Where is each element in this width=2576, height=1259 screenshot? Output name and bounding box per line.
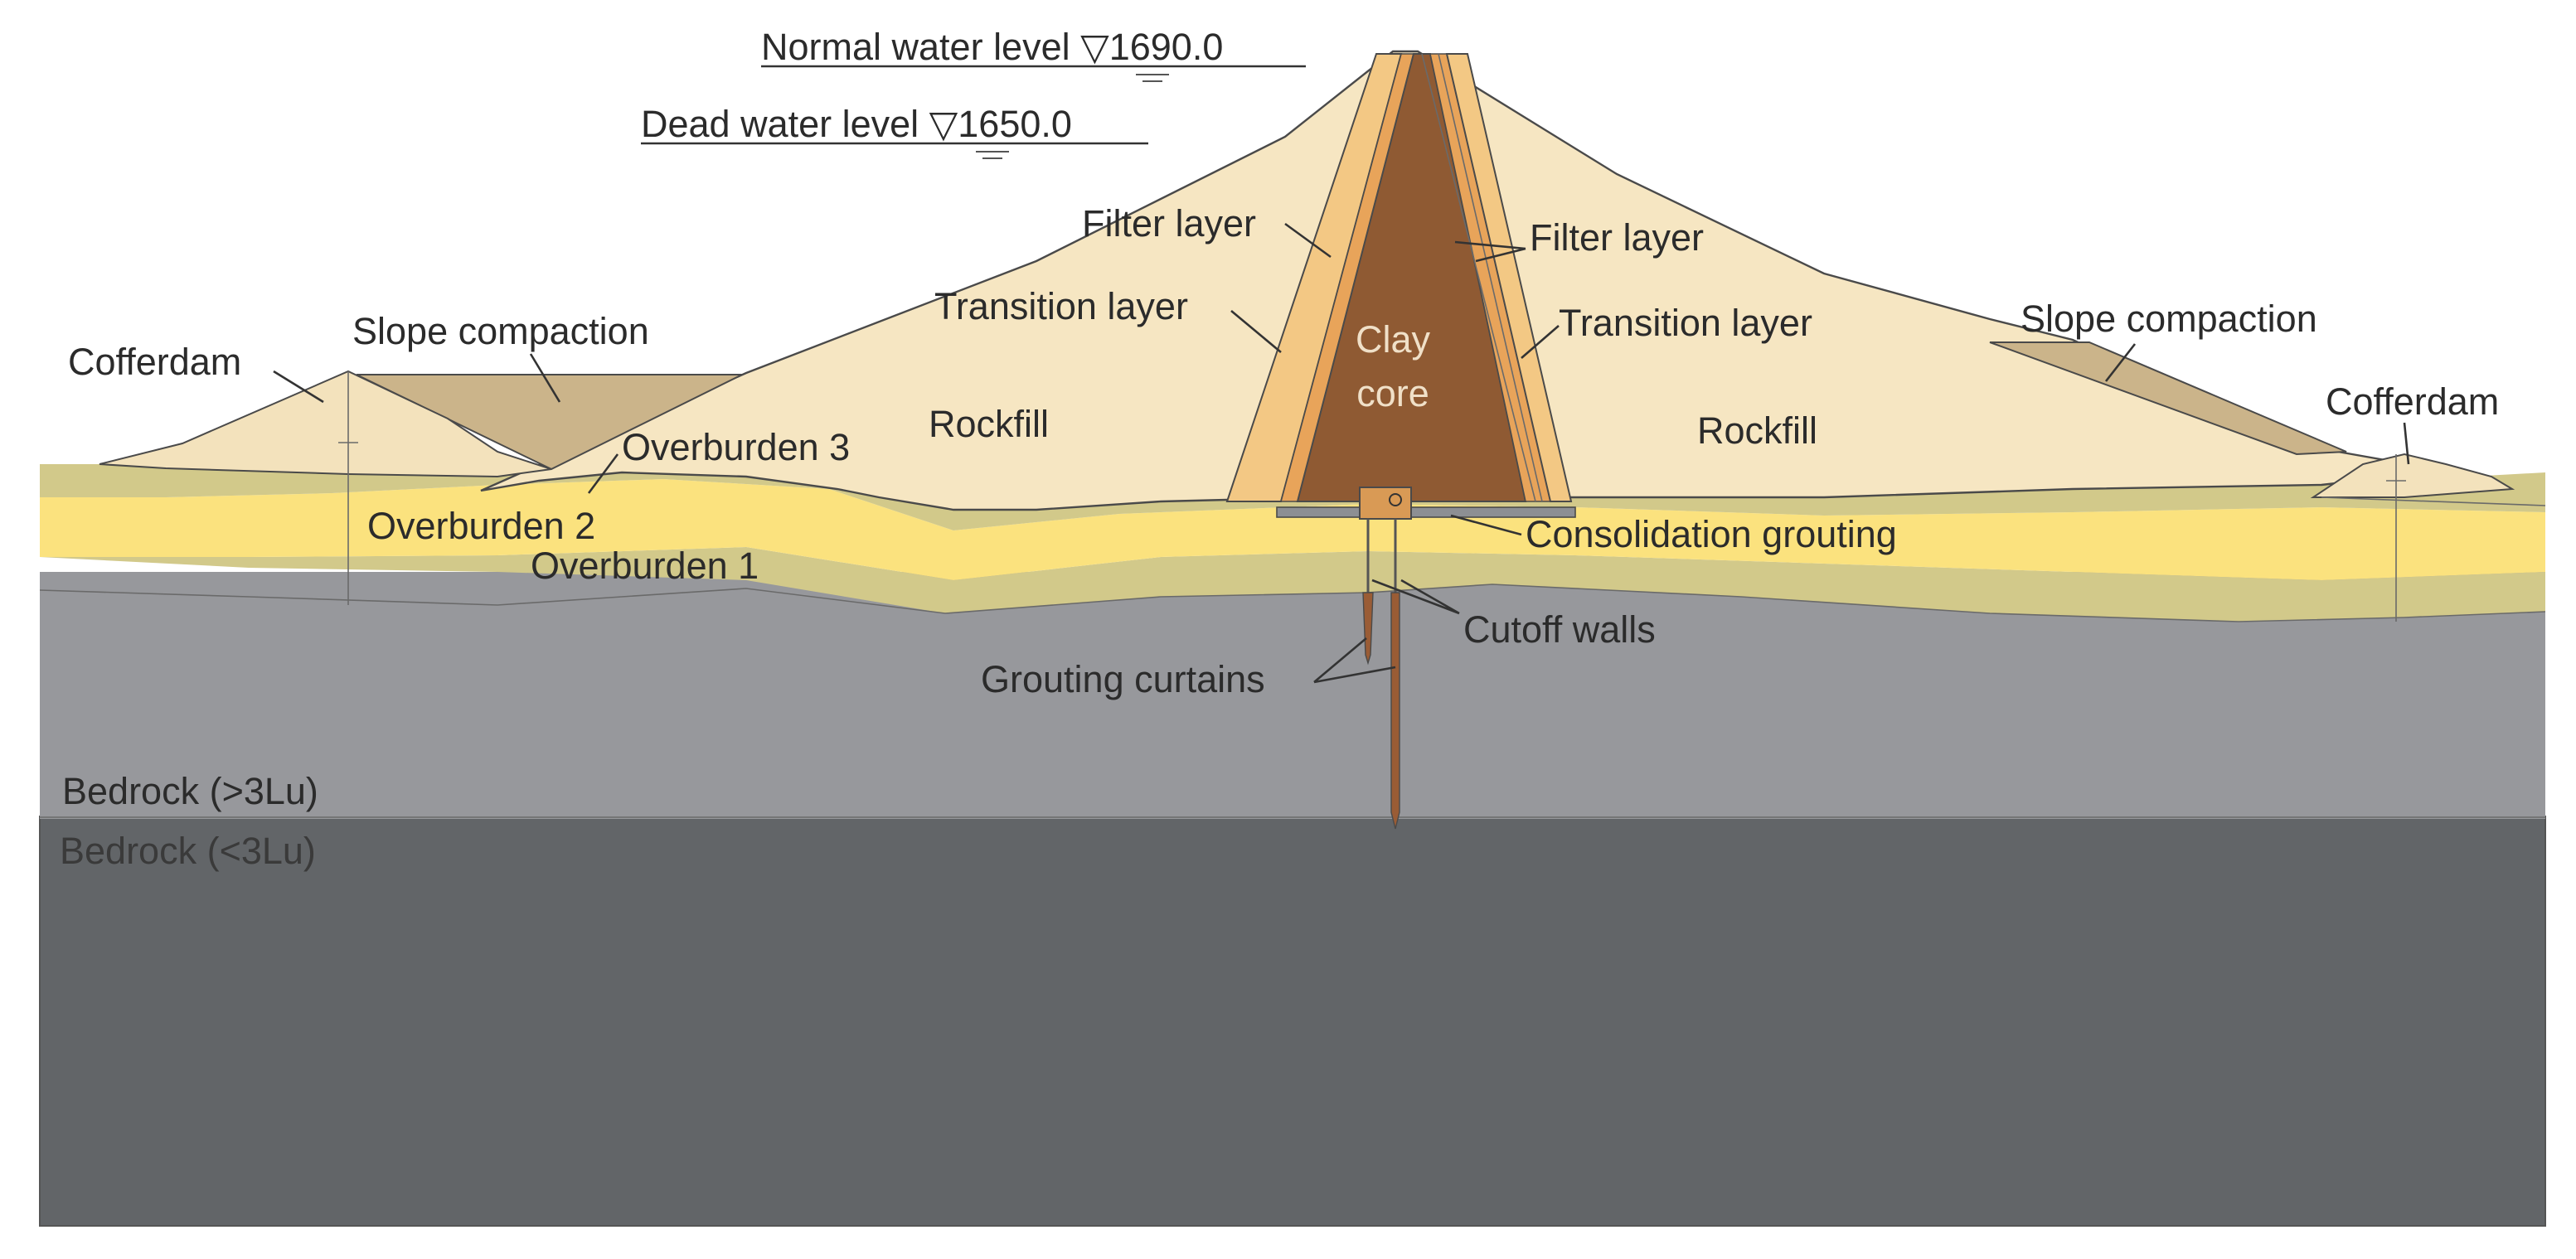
transition-layer-right-label: Transition layer [1559,302,1812,344]
transition-layer-right [1445,53,1573,502]
overburden-2-layer [40,479,2545,580]
cofferdam-left-label: Cofferdam [68,341,241,383]
normal-water-level-label: Normal water level ▽1690.0 [761,26,1223,68]
grouting-gallery [1359,487,1412,520]
slope-compaction-left-label: Slope compaction [352,310,649,352]
cofferdam-left [99,370,552,478]
rockfill-right-label: Rockfill [1697,409,1817,452]
slope-compaction-right-label: Slope compaction [2021,298,2317,340]
cofferdam-right [2310,453,2515,498]
overburden-1-layer [40,547,2545,622]
filter-layer-left-label: Filter layer [1082,202,1256,245]
grouting-curtain-right [1390,592,1400,830]
consolidation-grouting-label: Consolidation grouting [1526,513,1897,555]
cutoff-walls-label: Cutoff walls [1463,608,1656,651]
slope-compaction-right [1989,341,2347,456]
consolidation-grouting-slab [1276,506,1576,518]
rockfill-left-label: Rockfill [929,403,1049,445]
overburden-2-label: Overburden 2 [367,505,595,547]
grouting-curtain-left [1362,592,1374,666]
grouting-curtains-label: Grouting curtains [981,658,1265,700]
transition-layer-left-label: Transition layer [934,285,1188,327]
overburden-3-label: Overburden 3 [622,426,850,468]
cofferdam-right-label: Cofferdam [2326,380,2499,423]
overburden-1-label: Overburden 1 [531,545,759,587]
bedrock-lower-layer [39,816,2546,1227]
dead-water-level-label: Dead water level ▽1650.0 [641,103,1072,145]
clay-core-label-line1: Clay [1356,318,1431,361]
normal-water-level-indicator: Normal water level ▽1690.0 [761,26,1306,82]
dead-water-level-indicator: Dead water level ▽1650.0 [641,103,1148,159]
clay-core-label-line2: core [1356,372,1429,414]
bedrock-lower-label: Bedrock (<3Lu) [60,830,316,872]
bedrock-upper-label: Bedrock (>3Lu) [62,770,318,812]
overburden-3-layer [40,464,2545,530]
filter-layer-right-label: Filter layer [1530,216,1704,259]
